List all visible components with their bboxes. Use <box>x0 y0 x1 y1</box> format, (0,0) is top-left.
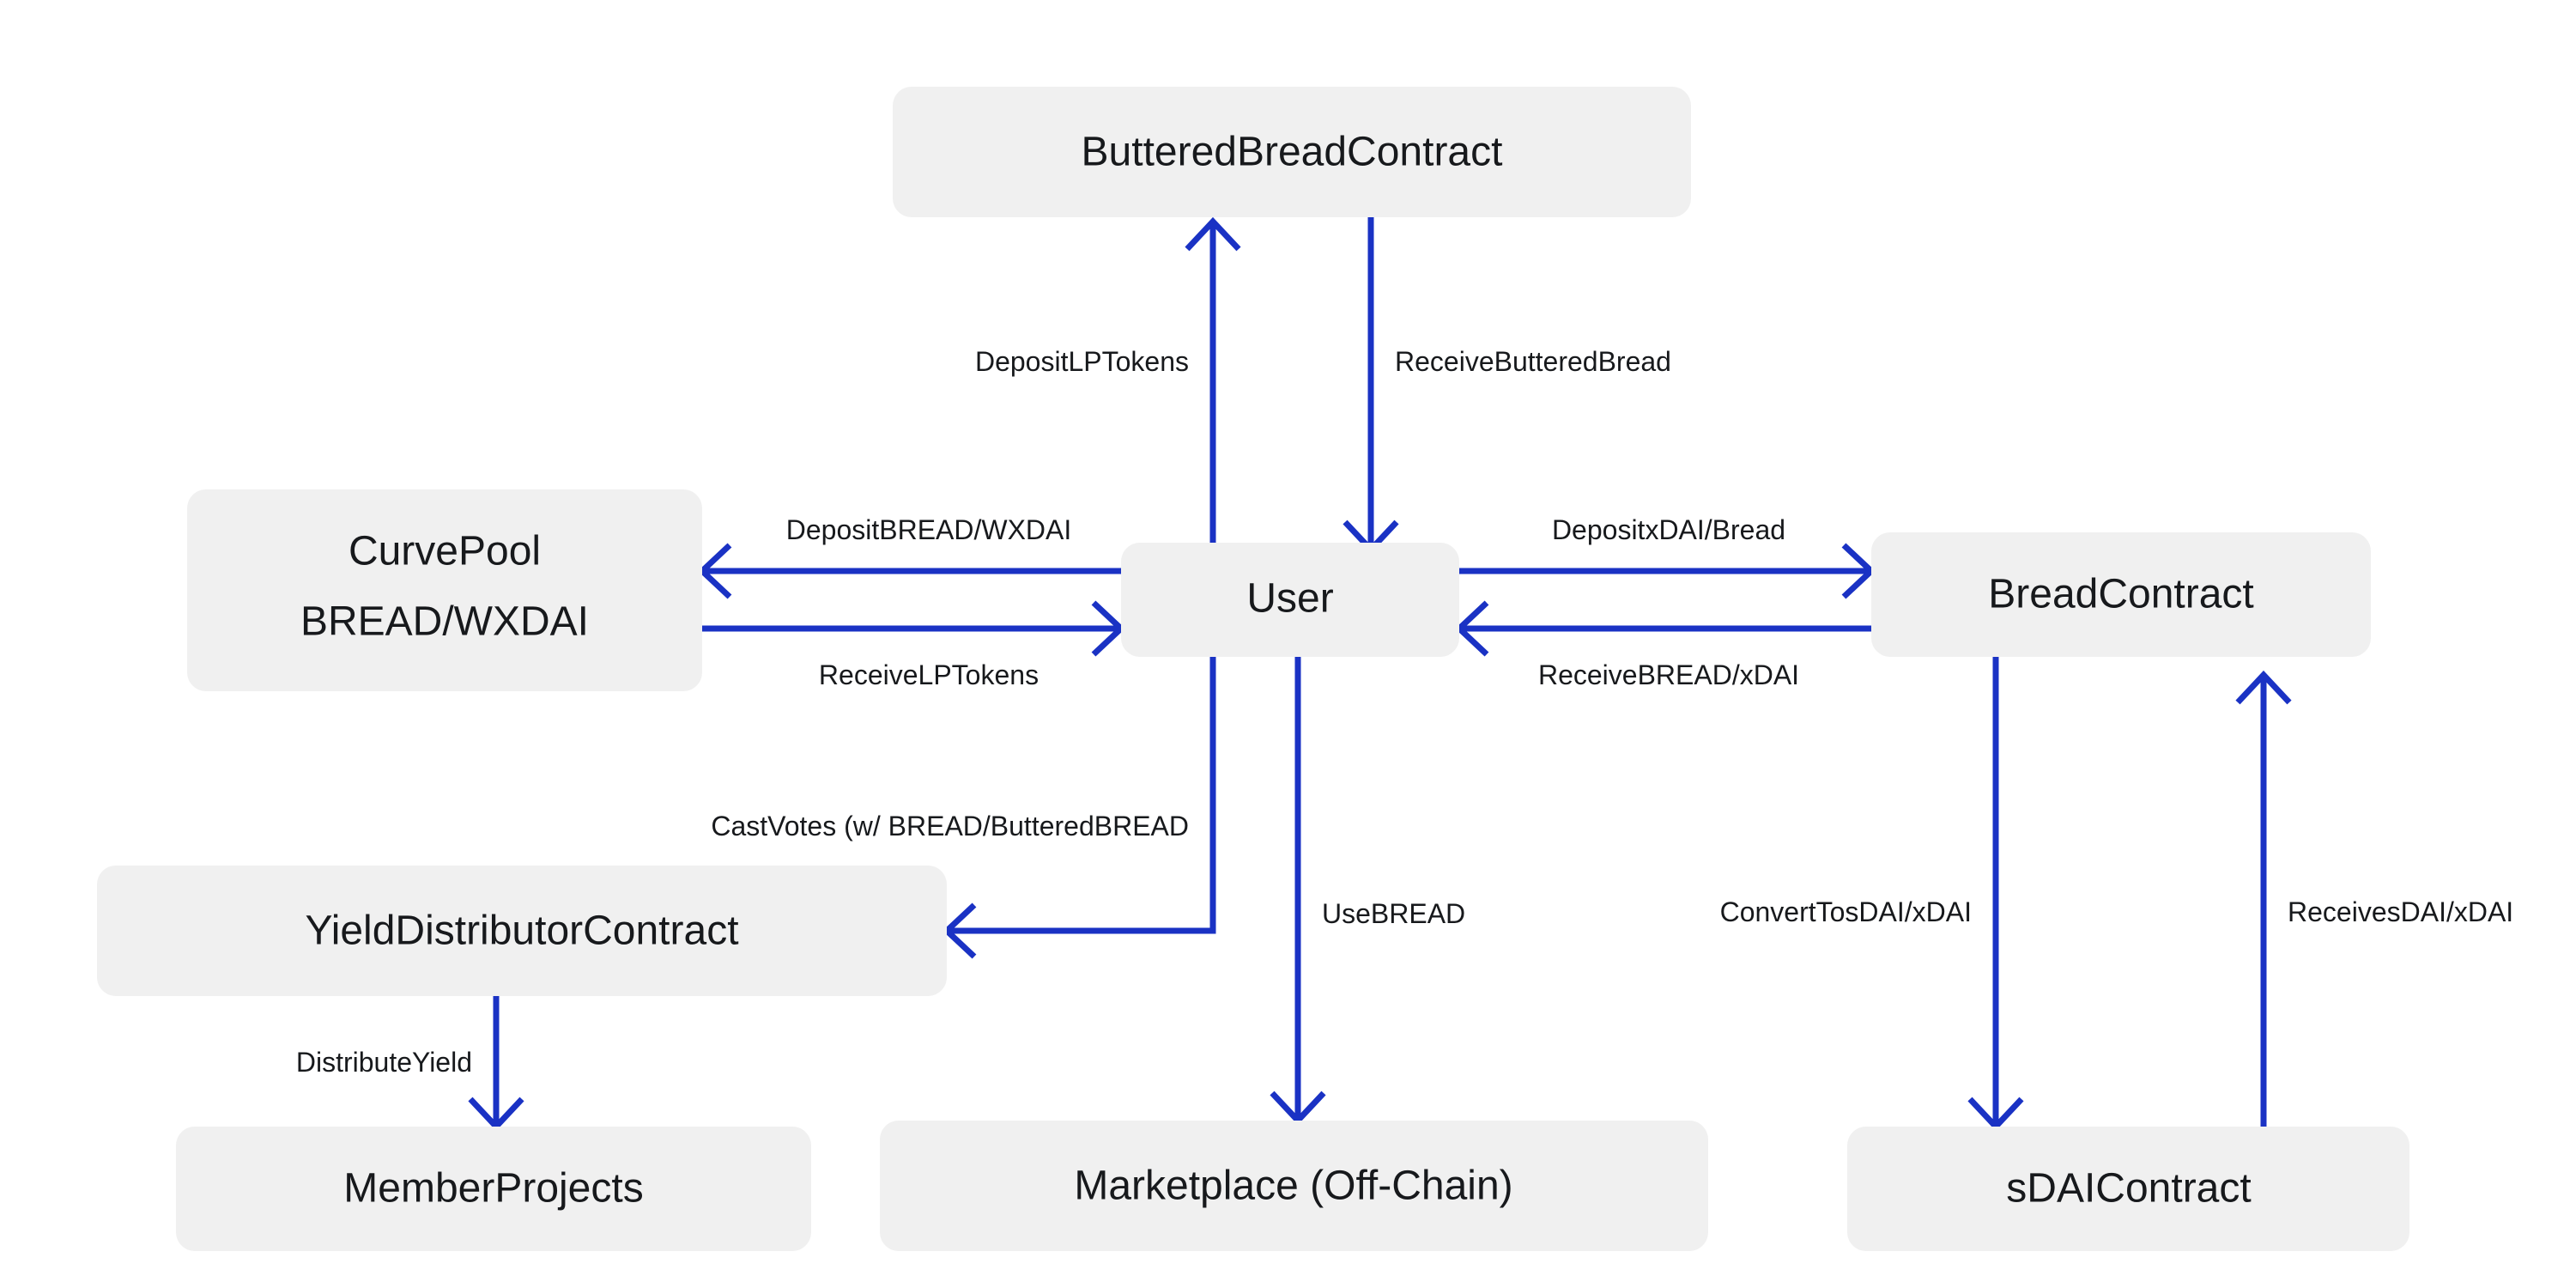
node-label-member-projects: MemberProjects <box>343 1166 643 1212</box>
edge-receive-bread-xdai: ReceiveBREAD/xDAI <box>1454 600 1871 690</box>
edge-receive-buttered-bread: ReceiveButteredBread <box>1343 217 1671 555</box>
edge-label-use-bread: UseBREAD <box>1322 898 1465 929</box>
edge-label-receives-dai-xdai: ReceivesDAI/xDAI <box>2288 896 2513 927</box>
edge-receives-dai-xdai: ReceivesDAI/xDAI <box>2235 670 2513 1127</box>
node-marketplace[interactable]: Marketplace (Off-Chain) <box>880 1121 1708 1251</box>
node-curve-pool[interactable]: CurvePool BREAD/WXDAI <box>187 489 702 691</box>
node-sdai-contract[interactable]: sDAIContract <box>1847 1127 2409 1251</box>
edge-distribute-yield: DistributeYield <box>296 996 524 1132</box>
edge-receive-lp-tokens: ReceiveLPTokens <box>702 600 1126 690</box>
edge-deposit-xdai-bread: DepositxDAI/Bread <box>1459 514 1876 599</box>
edge-label-receive-lp-tokens: ReceiveLPTokens <box>819 659 1039 690</box>
edge-line <box>947 657 1216 934</box>
edge-label-receive-bread-xdai: ReceiveBREAD/xDAI <box>1538 659 1799 690</box>
edge-label-cast-votes: CastVotes (w/ BREAD/ButteredBREAD <box>711 811 1189 841</box>
node-box[interactable] <box>1121 543 1459 657</box>
node-box[interactable] <box>97 866 947 996</box>
edge-deposit-bread-wxdai: DepositBREAD/WXDAI <box>697 514 1121 599</box>
node-buttered-bread-contract[interactable]: ButteredBreadContract <box>893 87 1691 217</box>
edge-label-deposit-xdai-bread: DepositxDAI/Bread <box>1552 514 1785 545</box>
node-member-projects[interactable]: MemberProjects <box>176 1127 811 1251</box>
node-box[interactable] <box>880 1121 1708 1251</box>
node-box[interactable] <box>187 489 702 691</box>
node-bread-contract[interactable]: BreadContract <box>1871 532 2371 657</box>
node-label-sdai-contract: sDAIContract <box>2006 1166 2251 1212</box>
edge-convert-to-sdai-xdai: ConvertTosDAI/xDAI <box>1720 657 2024 1132</box>
node-label-user: User <box>1246 576 1333 622</box>
node-user[interactable]: User <box>1121 543 1459 657</box>
node-box[interactable] <box>1847 1127 2409 1251</box>
node-label-bread-contract: BreadContract <box>1988 572 2254 617</box>
node-box[interactable] <box>1871 532 2371 657</box>
node-yield-distributor-contract[interactable]: YieldDistributorContract <box>97 866 947 996</box>
edge-deposit-lp-tokens: DepositLPTokens <box>975 216 1241 543</box>
node-label-marketplace: Marketplace (Off-Chain) <box>1074 1163 1512 1209</box>
edge-label-distribute-yield: DistributeYield <box>296 1047 472 1078</box>
node-box[interactable] <box>893 87 1691 217</box>
edge-label-receive-buttered-bread: ReceiveButteredBread <box>1395 346 1671 377</box>
node-label-curve-pool-line2: BREAD/WXDAI <box>300 599 589 645</box>
node-label-curve-pool-line1: CurvePool <box>349 529 541 574</box>
arrowhead-up-icon <box>2235 670 2292 705</box>
edge-use-bread: UseBREAD <box>1270 657 1465 1126</box>
node-box[interactable] <box>176 1127 811 1251</box>
edge-label-deposit-bread-wxdai: DepositBREAD/WXDAI <box>786 514 1072 545</box>
arrowhead-up-icon <box>1185 216 1241 252</box>
edge-label-convert-to-sdai-xdai: ConvertTosDAI/xDAI <box>1720 896 1972 927</box>
node-label-buttered-bread-contract: ButteredBreadContract <box>1082 130 1503 175</box>
node-label-yield-distributor-contract: YieldDistributorContract <box>305 908 738 954</box>
edge-label-deposit-lp-tokens: DepositLPTokens <box>975 346 1189 377</box>
